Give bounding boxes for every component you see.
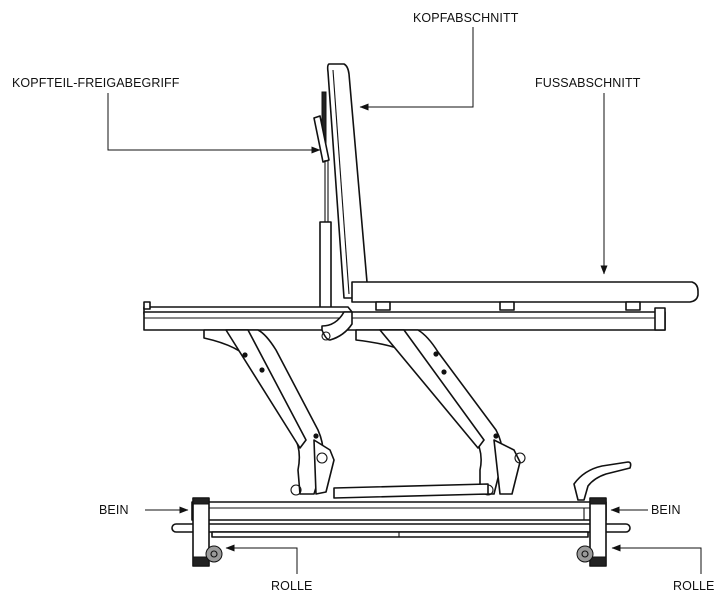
right-lift-arm (355, 329, 526, 496)
leader-lines (107, 27, 702, 574)
label-fussabschnitt: FUSSABSCHNITT (535, 76, 641, 90)
label-rolle-left: ROLLE (271, 579, 313, 593)
label-kopfteil-freigabegriff: KOPFTEIL-FREIGABEGRIFF (12, 76, 180, 90)
label-rolle-right: ROLLE (673, 579, 715, 593)
left-lift-arm (203, 329, 335, 496)
label-bein-left: BEIN (99, 503, 129, 517)
treatment-table-drawing (143, 63, 699, 567)
base-frame (171, 501, 631, 538)
foot-section-drawing (351, 281, 699, 311)
right-leg-drawing (576, 497, 607, 567)
label-kopfabschnitt: KOPFABSCHNITT (413, 11, 519, 25)
head-section-drawing (313, 63, 368, 327)
label-bein-right: BEIN (651, 503, 681, 517)
left-leg-drawing (192, 497, 223, 567)
